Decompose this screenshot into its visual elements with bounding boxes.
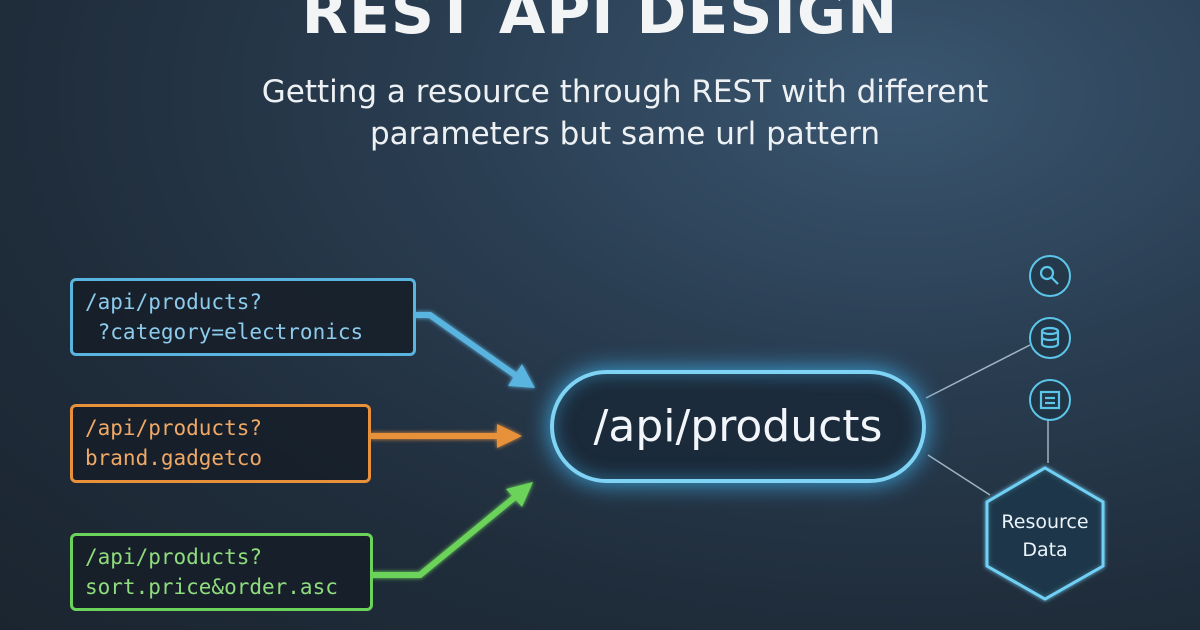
resource-label-line: Data — [1022, 539, 1068, 561]
resource-label-line: Resource — [1001, 511, 1089, 533]
arrow-sort — [372, 494, 517, 578]
arrow-category — [415, 312, 517, 378]
subtitle-line-2: parameters but same url pattern — [369, 116, 881, 152]
resource-data-label: Resource Data — [985, 508, 1105, 564]
request-line: brand.gadgetco — [85, 446, 263, 470]
request-line: sort.price&order.asc — [85, 575, 338, 599]
document-icon — [1029, 379, 1071, 421]
subtitle-line-1: Getting a resource through REST with dif… — [261, 74, 989, 110]
endpoint-pill: /api/products — [550, 370, 926, 483]
request-box-brand: /api/products? brand.gadgetco — [70, 404, 371, 483]
arrowhead-brand — [497, 424, 522, 448]
arrowhead-sort — [506, 482, 533, 507]
request-line: ?category=electronics — [85, 320, 364, 344]
database-icon — [1029, 317, 1071, 359]
link-line — [927, 454, 991, 496]
page-title: REST API DESIGN — [301, 0, 899, 48]
request-box-category: /api/products? ?category=electronics — [70, 278, 416, 356]
search-icon — [1029, 255, 1071, 297]
link-line — [925, 344, 1031, 399]
resource-hexagon — [985, 466, 1105, 601]
request-box-sort: /api/products? sort.price&order.asc — [70, 533, 373, 611]
arrowhead-category — [508, 364, 535, 388]
request-line: /api/products? — [85, 545, 263, 569]
request-line: /api/products? — [85, 290, 263, 314]
request-line: /api/products? — [85, 416, 263, 440]
